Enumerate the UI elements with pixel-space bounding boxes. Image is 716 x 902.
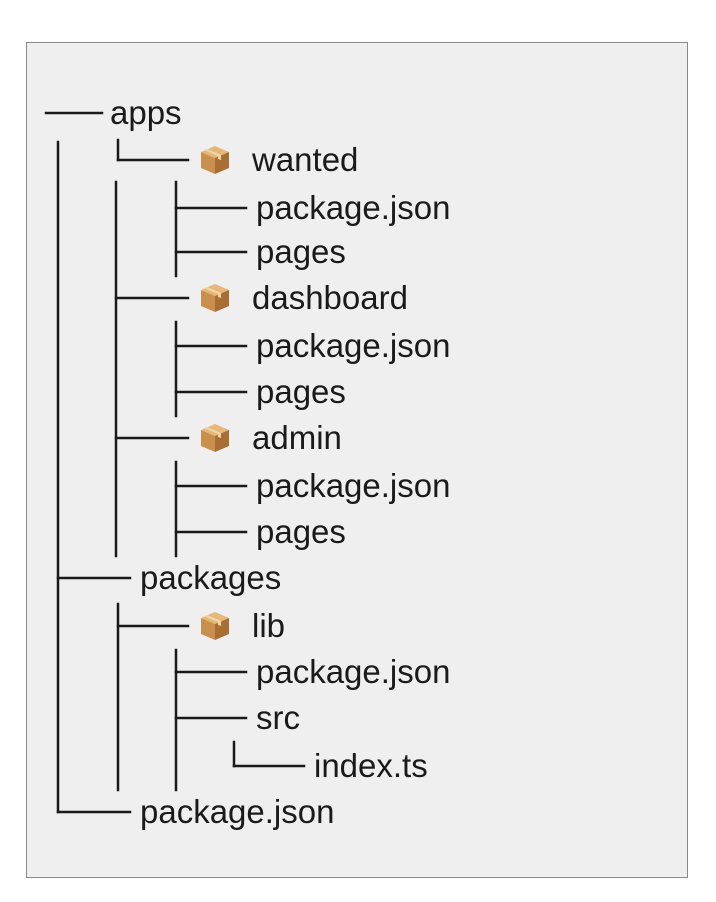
package-box-icon	[201, 146, 229, 174]
node-label: package.json	[140, 793, 335, 830]
node-label: dashboard	[252, 279, 408, 316]
tree-node-dashboard: dashboard	[198, 278, 408, 318]
node-label: apps	[110, 94, 182, 131]
node-label: src	[256, 699, 300, 736]
node-label: package.json	[256, 467, 451, 504]
node-label: packages	[140, 559, 282, 596]
tree-node-lib-src: src	[256, 698, 300, 738]
tree-node-lib-index-ts: index.ts	[314, 746, 428, 786]
tree-node-admin: admin	[198, 418, 342, 458]
tree-node-wanted-pages: pages	[256, 232, 346, 272]
node-label: pages	[256, 513, 346, 550]
tree-node-dashboard-pages: pages	[256, 372, 346, 412]
package-box-icon	[201, 424, 229, 452]
tree-node-lib-package-json: package.json	[256, 652, 450, 692]
node-label: package.json	[256, 189, 451, 226]
tree-node-admin-package-json: package.json	[256, 466, 450, 506]
tree-node-packages: packages	[140, 558, 281, 598]
node-label: pages	[256, 373, 346, 410]
tree-node-root-package-json: package.json	[140, 792, 334, 832]
node-label: admin	[252, 419, 342, 456]
node-label: package.json	[256, 327, 451, 364]
tree-node-admin-pages: pages	[256, 512, 346, 552]
node-label: lib	[252, 607, 286, 644]
diagram-frame	[26, 42, 688, 878]
tree-node-wanted: wanted	[198, 140, 358, 180]
package-box-icon	[201, 284, 229, 312]
node-label: wanted	[252, 141, 359, 178]
tree-node-apps: apps	[110, 93, 182, 133]
node-label: pages	[256, 233, 346, 270]
node-label: index.ts	[314, 747, 428, 784]
tree-node-dashboard-package-json: package.json	[256, 326, 450, 366]
node-label: package.json	[256, 653, 451, 690]
tree-node-wanted-package-json: package.json	[256, 188, 450, 228]
tree-node-lib: lib	[198, 606, 285, 646]
package-box-icon	[201, 612, 229, 640]
